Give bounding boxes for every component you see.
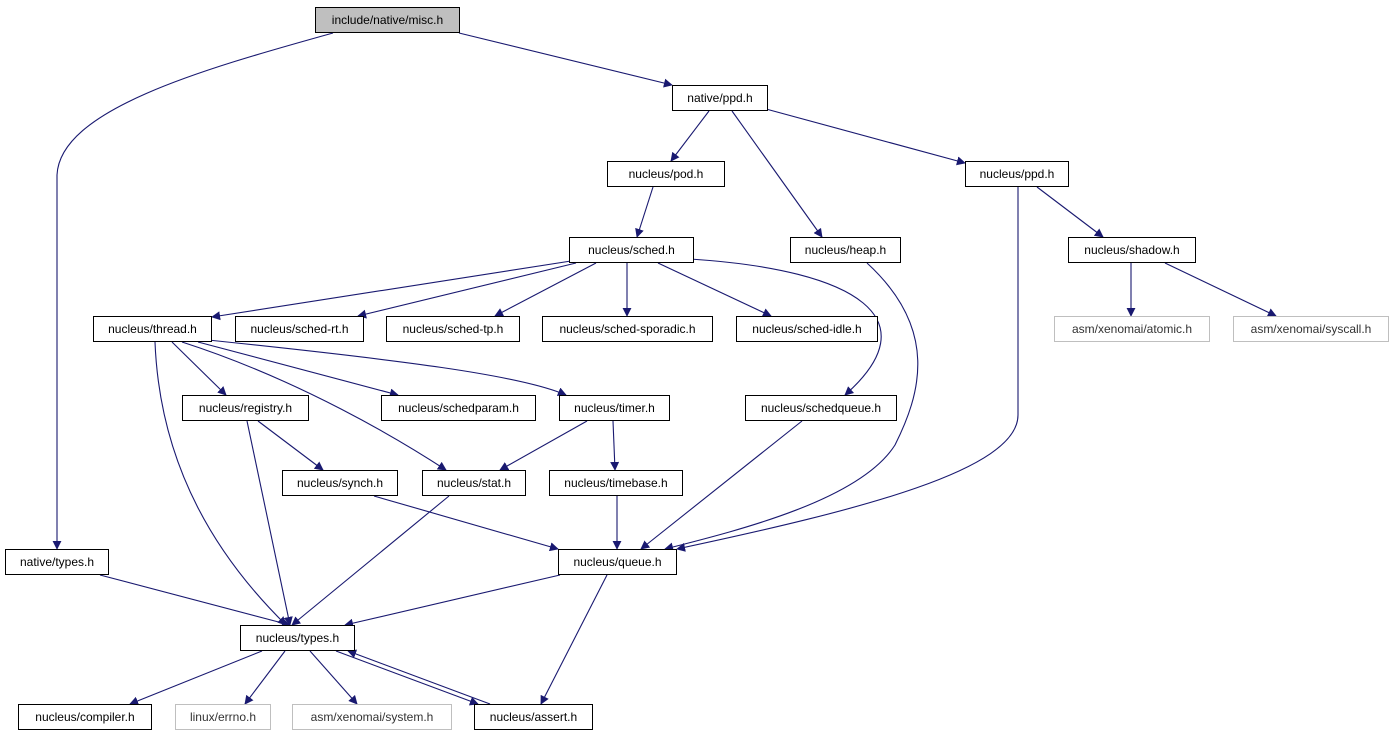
node-schedspor[interactable]: nucleus/sched-sporadic.h <box>542 316 713 342</box>
edge-types-to-system <box>309 650 358 705</box>
node-schedtp[interactable]: nucleus/sched-tp.h <box>386 316 520 342</box>
edge-queue-to-types <box>344 574 561 628</box>
node-schedqueue[interactable]: nucleus/schedqueue.h <box>745 395 897 421</box>
edge-ppd-to-queue <box>676 187 1019 552</box>
edge-pod-to-sched <box>635 186 654 238</box>
node-errno: linux/errno.h <box>175 704 271 730</box>
edge-thread-to-types <box>154 341 287 626</box>
edge-queue-to-assert <box>540 574 608 705</box>
edge-nppd-to-heap <box>731 110 823 238</box>
node-assert[interactable]: nucleus/assert.h <box>474 704 593 730</box>
edge-thread-to-schedparam <box>197 341 399 398</box>
node-pod[interactable]: nucleus/pod.h <box>607 161 725 187</box>
edge-sched-to-schedtp <box>494 262 597 317</box>
node-schedrt[interactable]: nucleus/sched-rt.h <box>235 316 364 342</box>
edge-nppd-to-ppd <box>765 108 966 166</box>
node-ppd[interactable]: nucleus/ppd.h <box>965 161 1069 187</box>
node-atomic: asm/xenomai/atomic.h <box>1054 316 1210 342</box>
edge-synch-to-queue <box>373 495 559 552</box>
edge-thread-to-timer <box>207 339 567 396</box>
edge-sched-to-thread <box>211 260 572 321</box>
edge-sched-to-schedrt <box>357 262 577 319</box>
node-nppd[interactable]: native/ppd.h <box>672 85 768 111</box>
node-stat[interactable]: nucleus/stat.h <box>422 470 526 496</box>
node-sched[interactable]: nucleus/sched.h <box>569 237 694 263</box>
edge-timer-to-stat <box>499 420 588 471</box>
node-misc[interactable]: include/native/misc.h <box>315 7 460 33</box>
node-timebase[interactable]: nucleus/timebase.h <box>549 470 683 496</box>
edge-thread-to-stat <box>181 341 447 471</box>
node-ntypes[interactable]: native/types.h <box>5 549 109 575</box>
edge-types-to-assert <box>335 650 479 706</box>
edge-misc-to-ntypes <box>52 32 334 550</box>
edge-registry-to-types <box>246 420 293 626</box>
edge-nppd-to-pod <box>670 110 710 162</box>
edge-schedqueue-to-queue <box>640 420 803 550</box>
node-heap[interactable]: nucleus/heap.h <box>790 237 901 263</box>
node-schedidle[interactable]: nucleus/sched-idle.h <box>736 316 878 342</box>
edge-shadow-to-syscall <box>1164 262 1277 317</box>
node-registry[interactable]: nucleus/registry.h <box>182 395 309 421</box>
edge-sched-to-schedqueue <box>689 258 882 396</box>
node-thread[interactable]: nucleus/thread.h <box>93 316 212 342</box>
node-types[interactable]: nucleus/types.h <box>240 625 355 651</box>
node-synch[interactable]: nucleus/synch.h <box>282 470 398 496</box>
edge-misc-to-nppd <box>458 32 673 88</box>
edge-types-to-compiler <box>129 650 263 706</box>
edge-stat-to-types <box>291 495 450 626</box>
edge-heap-to-queue <box>664 262 919 552</box>
node-compiler[interactable]: nucleus/compiler.h <box>18 704 152 730</box>
edge-timer-to-timebase <box>610 420 620 471</box>
edge-assert-to-types <box>347 649 491 705</box>
node-schedparam[interactable]: nucleus/schedparam.h <box>381 395 536 421</box>
edge-registry-to-synch <box>257 420 324 471</box>
edge-ntypes-to-types <box>99 574 291 628</box>
edge-ppd-to-shadow <box>1036 186 1104 238</box>
node-queue[interactable]: nucleus/queue.h <box>558 549 677 575</box>
node-system: asm/xenomai/system.h <box>292 704 452 730</box>
node-timer[interactable]: nucleus/timer.h <box>559 395 670 421</box>
node-shadow[interactable]: nucleus/shadow.h <box>1068 237 1196 263</box>
edge-sched-to-schedidle <box>657 262 772 317</box>
edge-thread-to-registry <box>171 341 227 396</box>
edge-types-to-errno <box>244 650 286 705</box>
node-syscall: asm/xenomai/syscall.h <box>1233 316 1389 342</box>
